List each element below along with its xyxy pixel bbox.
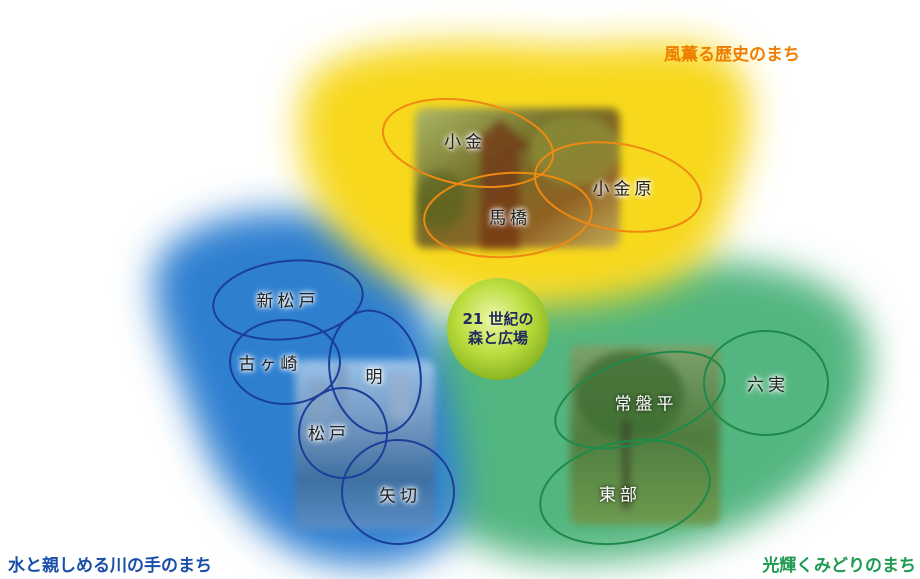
kogane-ring bbox=[381, 98, 555, 188]
district-akira: 明 bbox=[365, 367, 387, 388]
district-matsudo: 松戸 bbox=[308, 424, 350, 445]
district-koganehara: 小金原 bbox=[592, 179, 656, 200]
shinmatsudo-ring bbox=[212, 259, 364, 341]
district-mutsumi: 六実 bbox=[747, 375, 789, 396]
green-region-label: 光輝くみどりのまち bbox=[762, 556, 916, 576]
tobu-ring bbox=[539, 438, 711, 546]
water-rings bbox=[212, 259, 455, 545]
district-kogane: 小金 bbox=[444, 132, 486, 153]
koganehara-ring bbox=[533, 141, 703, 233]
mutsumi-ring bbox=[703, 330, 829, 436]
center-label-line2: 森と広場 bbox=[467, 329, 529, 347]
center-label-line1: 21 世紀の bbox=[462, 310, 534, 328]
district-tokiwadaira: 常盤平 bbox=[614, 394, 678, 415]
district-mabashi: 馬橋 bbox=[489, 208, 531, 229]
center-circle bbox=[447, 278, 549, 380]
center-label: 21 世紀の 森と広場 bbox=[462, 310, 533, 348]
history-rings bbox=[381, 98, 703, 259]
district-tobu: 東部 bbox=[599, 485, 641, 506]
kogasaki-ring bbox=[229, 319, 341, 405]
district-kogasaki: 古ヶ崎 bbox=[238, 354, 302, 375]
water-region-label: 水と親しめる川の手のまち bbox=[8, 556, 212, 576]
district-shinmatsudo: 新松戸 bbox=[256, 291, 320, 312]
history-region-label: 風薫る歴史のまち bbox=[664, 45, 800, 65]
river-photo bbox=[295, 360, 435, 530]
trees-photo bbox=[570, 345, 720, 525]
green-rings bbox=[539, 330, 829, 546]
temple-photo bbox=[415, 108, 620, 250]
yakiri-ring bbox=[341, 439, 455, 545]
district-yakiri: 矢切 bbox=[379, 486, 421, 507]
mabashi-ring bbox=[423, 171, 593, 259]
